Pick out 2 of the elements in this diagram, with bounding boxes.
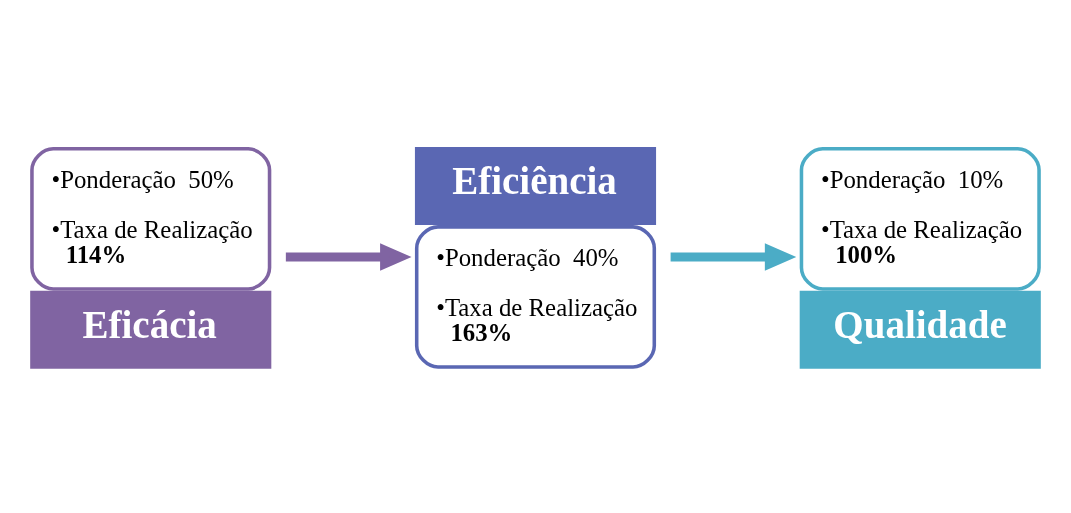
arrow (670, 242, 797, 271)
arrow (285, 242, 412, 271)
